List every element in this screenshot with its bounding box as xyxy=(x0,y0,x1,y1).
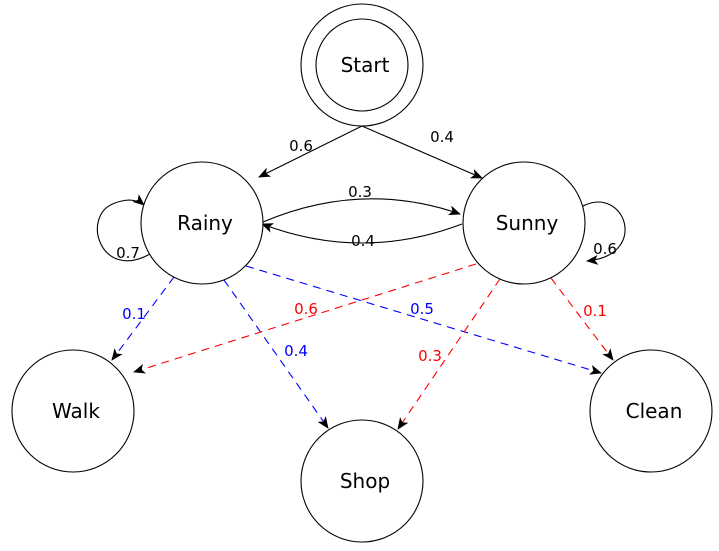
edge-labels: 0.6 0.4 0.3 0.4 0.7 0.6 0.1 0.4 0.5 0.6 0.3 0.1 xyxy=(116,128,617,365)
edge-label-start-to-rainy: 0.6 xyxy=(289,137,313,155)
node-label: Walk xyxy=(52,399,100,423)
node-walk[interactable]: Walk xyxy=(11,349,135,473)
edge-rainy-to-clean xyxy=(245,265,602,375)
node-start[interactable]: Start xyxy=(300,3,424,127)
edge-rainy-to-sunny xyxy=(262,198,461,223)
node-shop[interactable]: Shop xyxy=(300,419,424,543)
node-label: Start xyxy=(341,53,390,77)
node-label: Shop xyxy=(340,469,390,493)
edge-sunny-to-sunny xyxy=(582,201,626,265)
edge-label-rainy-to-sunny: 0.3 xyxy=(348,183,372,201)
edge-sunny-to-rainy xyxy=(261,223,463,244)
edge-rainy-to-rainy xyxy=(97,194,151,262)
node-circle xyxy=(462,161,586,285)
edge-sunny-to-shop xyxy=(397,278,501,430)
edges xyxy=(97,125,626,430)
node-sunny[interactable]: Sunny xyxy=(462,161,586,285)
node-circle xyxy=(11,349,135,473)
edge-label-rainy-to-walk: 0.1 xyxy=(122,305,146,323)
edge-rainy-to-shop xyxy=(223,279,329,429)
node-circle xyxy=(300,3,424,127)
edge-label-start-to-sunny: 0.4 xyxy=(430,128,454,146)
edge-label-sunny-to-clean: 0.1 xyxy=(583,302,607,320)
edge-label-rainy-to-rainy: 0.7 xyxy=(116,244,140,262)
edge-label-sunny-to-walk: 0.6 xyxy=(294,300,318,318)
node-rainy[interactable]: Rainy xyxy=(140,161,264,285)
node-label: Clean xyxy=(626,399,683,423)
node-circle xyxy=(140,161,264,285)
node-circle xyxy=(589,349,713,473)
edge-label-rainy-to-clean: 0.5 xyxy=(410,300,434,318)
edge-label-sunny-to-shop: 0.3 xyxy=(418,347,442,365)
edge-start-to-sunny xyxy=(361,125,483,179)
node-inner-circle xyxy=(315,18,409,112)
edge-label-rainy-to-shop: 0.4 xyxy=(284,342,308,360)
node-clean[interactable]: Clean xyxy=(589,349,713,473)
edge-start-to-rainy xyxy=(258,125,363,178)
node-label: Sunny xyxy=(496,211,559,235)
node-label: Rainy xyxy=(177,211,233,235)
node-circle xyxy=(300,419,424,543)
edge-sunny-to-walk xyxy=(133,263,477,374)
edge-rainy-to-walk xyxy=(111,276,175,361)
edge-sunny-to-clean xyxy=(550,277,614,361)
edge-label-sunny-to-sunny: 0.6 xyxy=(593,240,617,258)
edge-label-sunny-to-rainy: 0.4 xyxy=(351,232,375,250)
